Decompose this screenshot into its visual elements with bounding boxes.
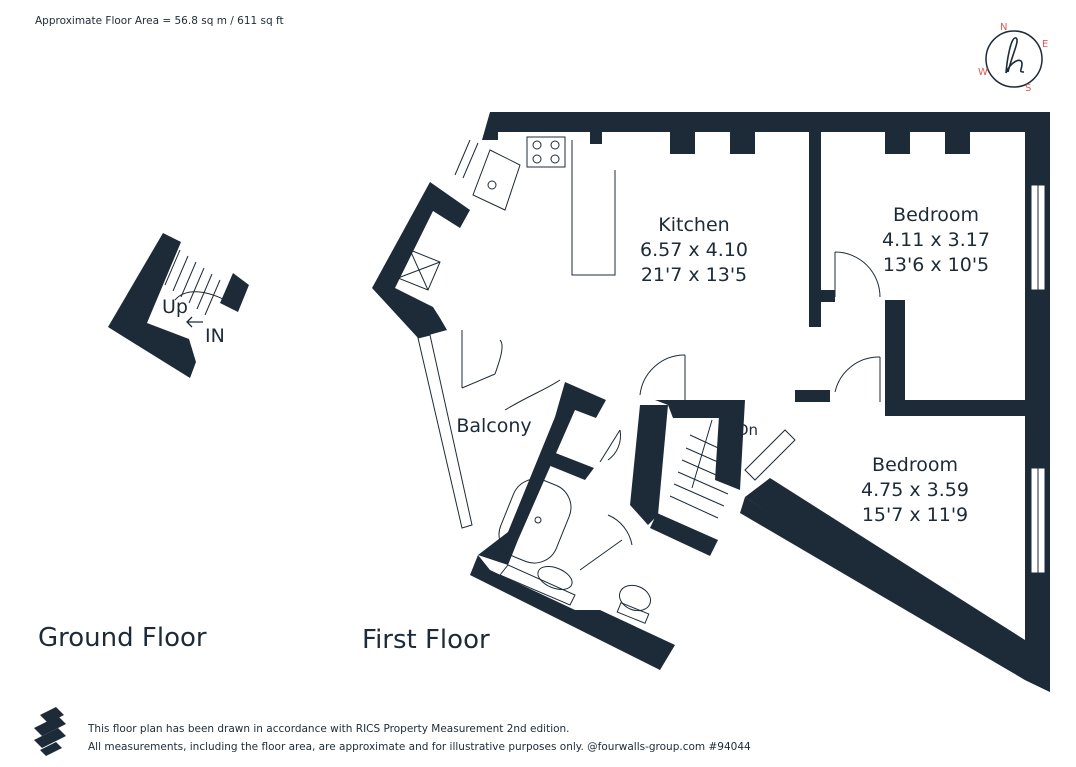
- bedroom2-imperial: 15'7 x 11'9: [862, 504, 968, 526]
- compass-south: S: [1025, 83, 1031, 94]
- bedroom1-label: Bedroom: [893, 204, 979, 226]
- compass-logo: N E S W: [978, 22, 1048, 94]
- kitchen-imperial: 21'7 x 13'5: [641, 264, 747, 286]
- footer-disclaimer-line2: All measurements, including the floor ar…: [88, 741, 751, 753]
- entrance-label: IN: [205, 325, 225, 347]
- kitchen-label: Kitchen: [658, 214, 729, 236]
- bedroom1-imperial: 13'6 x 10'5: [883, 254, 989, 276]
- bedroom1-metric: 4.11 x 3.17: [882, 229, 990, 251]
- footer-disclaimer-line1: This floor plan has been drawn in accord…: [88, 723, 570, 735]
- stairs-up-label: Up: [162, 296, 188, 318]
- ground-floor-title: Ground Floor: [38, 623, 207, 653]
- first-floor-title: First Floor: [362, 625, 490, 655]
- compass-east: E: [1042, 39, 1048, 50]
- compass-north: N: [1000, 22, 1007, 33]
- stairs-down-label: Dn: [737, 421, 758, 439]
- floor-area-text: Approximate Floor Area = 56.8 sq m / 611…: [35, 15, 284, 27]
- bedroom2-label: Bedroom: [872, 454, 958, 476]
- doors: [461, 251, 881, 571]
- first-floor-walls: [372, 112, 1050, 692]
- balcony-label: Balcony: [456, 415, 531, 437]
- kitchen-fittings: [397, 136, 616, 291]
- bedroom2-metric: 4.75 x 3.59: [861, 479, 969, 501]
- windows: [417, 184, 1046, 606]
- bathroom-fittings: [498, 478, 652, 624]
- compass-west: W: [978, 67, 988, 78]
- stairs-down: [669, 419, 741, 519]
- ground-floor-plan: [108, 233, 249, 378]
- kitchen-metric: 6.57 x 4.10: [640, 239, 748, 261]
- fourwalls-logo-icon: [34, 707, 66, 756]
